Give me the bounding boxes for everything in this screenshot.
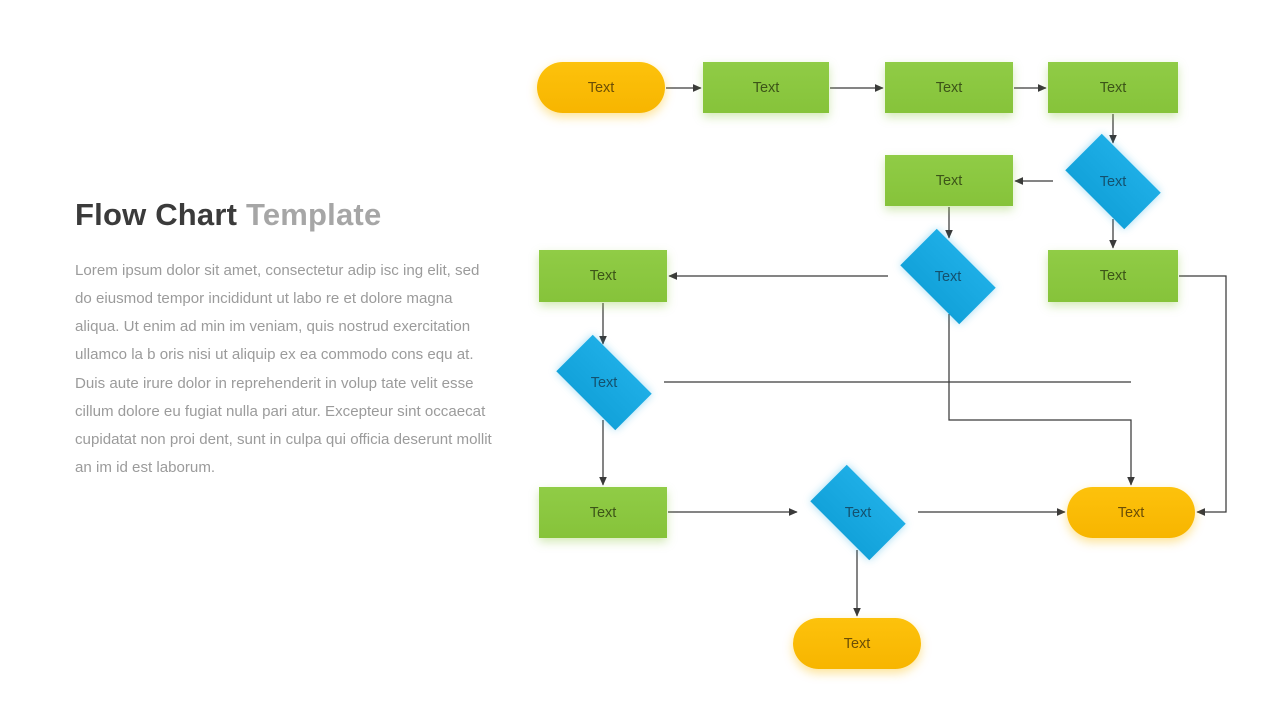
page-title-light: Template <box>246 197 382 232</box>
flow-node-n2-label: Text <box>752 79 780 96</box>
flow-node-n2[interactable]: Text <box>703 62 829 113</box>
diamond-shape-n12 <box>810 464 906 561</box>
flow-node-n3-label: Text <box>935 79 963 96</box>
flow-node-n4[interactable]: Text <box>1048 62 1178 113</box>
flow-node-n9[interactable]: Text <box>539 250 667 302</box>
flow-node-n7-label: Text <box>1099 268 1127 284</box>
flow-node-n9-label: Text <box>589 268 617 284</box>
flow-node-n13[interactable]: Text <box>1067 487 1195 538</box>
flow-node-n6-label: Text <box>935 172 963 189</box>
flow-node-n10[interactable]: Text <box>545 334 663 431</box>
body-paragraph: Lorem ipsum dolor sit amet, consectetur … <box>75 262 492 476</box>
flow-node-n1-label: Text <box>587 79 615 96</box>
flow-node-n1[interactable]: Text <box>537 62 665 113</box>
flow-node-n11-label: Text <box>589 504 617 521</box>
flow-node-n8[interactable]: Text <box>889 228 1007 325</box>
diamond-shape-n8 <box>900 228 996 325</box>
flow-node-n14-label: Text <box>843 635 871 652</box>
flow-node-n7[interactable]: Text <box>1048 250 1178 302</box>
flow-node-n6[interactable]: Text <box>885 155 1013 206</box>
flow-node-n4-label: Text <box>1099 79 1127 96</box>
flow-node-n11[interactable]: Text <box>539 487 667 538</box>
page-title-strong: Flow Chart <box>75 197 238 232</box>
flow-node-n13-label: Text <box>1117 504 1145 521</box>
edge-n8-n13 <box>948 314 1135 486</box>
diamond-shape-n5 <box>1065 133 1161 230</box>
flow-node-n14[interactable]: Text <box>793 618 921 669</box>
left-text-panel: Flow Chart Template Lorem ipsum dolor si… <box>75 196 505 482</box>
page-title: Flow Chart Template <box>75 196 505 233</box>
diamond-shape-n10 <box>556 334 652 431</box>
flow-node-n12[interactable]: Text <box>799 464 917 561</box>
flow-node-n5[interactable]: Text <box>1054 133 1172 230</box>
flow-node-n3[interactable]: Text <box>885 62 1013 113</box>
edge-n7-n13 <box>1179 275 1227 516</box>
